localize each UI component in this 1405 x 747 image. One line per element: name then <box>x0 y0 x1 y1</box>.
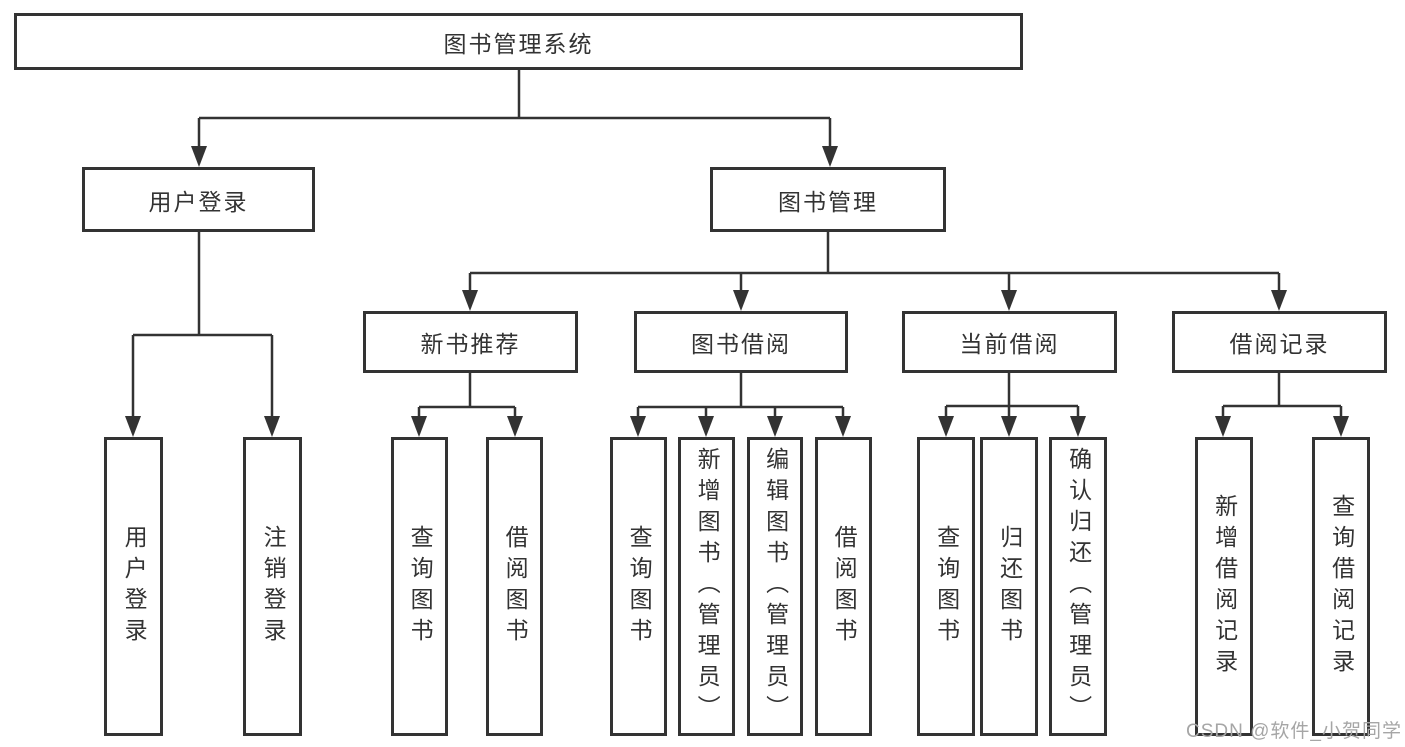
node-query-books-recommend-label: 查询图书 <box>407 524 434 649</box>
connector-new-book-recommendation <box>417 373 517 416</box>
node-borrow-books: 借阅图书 <box>815 437 872 736</box>
node-borrowing-records-label: 借阅记录 <box>1229 331 1330 357</box>
node-add-books-admin: 新增图书（管理员） <box>678 437 735 736</box>
node-borrow-books-recommend-label: 借阅图书 <box>502 524 529 649</box>
connector-user-login <box>131 232 274 416</box>
node-query-books-borrowing-label: 查询图书 <box>626 524 653 649</box>
node-return-books-label: 归还图书 <box>996 524 1023 649</box>
node-edit-books-admin-label: 编辑图书（管理员） <box>762 447 789 726</box>
node-edit-books-admin: 编辑图书（管理员） <box>747 437 803 736</box>
node-add-books-admin-label: 新增图书（管理员） <box>694 447 721 726</box>
connector-root <box>197 70 832 146</box>
connector-current-borrowing <box>944 373 1080 416</box>
node-borrowing-records: 借阅记录 <box>1172 311 1387 373</box>
node-user-login-action-label: 用户登录 <box>121 524 148 649</box>
node-add-borrow-record: 新增借阅记录 <box>1195 437 1253 736</box>
node-borrow-books-label: 借阅图书 <box>831 524 858 649</box>
node-current-borrowing: 当前借阅 <box>902 311 1117 373</box>
node-user-login-action: 用户登录 <box>104 437 163 736</box>
node-add-borrow-record-label: 新增借阅记录 <box>1211 493 1238 680</box>
node-confirm-return-admin-label: 确认归还（管理员） <box>1065 447 1092 726</box>
node-query-books-current: 查询图书 <box>917 437 975 736</box>
arrowheads <box>125 146 1349 437</box>
connector-book-borrowing <box>636 373 845 416</box>
node-book-management-label: 图书管理 <box>778 188 878 215</box>
node-current-borrowing-label: 当前借阅 <box>959 331 1060 357</box>
node-library-system: 图书管理系统 <box>14 13 1023 70</box>
node-query-books-recommend: 查询图书 <box>391 437 448 736</box>
connector-borrowing-records <box>1221 373 1343 416</box>
node-confirm-return-admin: 确认归还（管理员） <box>1049 437 1107 736</box>
node-book-management: 图书管理 <box>710 167 946 232</box>
node-book-borrowing: 图书借阅 <box>634 311 848 373</box>
node-logout-label: 注销登录 <box>260 524 287 649</box>
node-logout: 注销登录 <box>243 437 302 736</box>
node-query-borrow-record: 查询借阅记录 <box>1312 437 1370 736</box>
node-library-system-label: 图书管理系统 <box>443 30 594 57</box>
node-borrow-books-recommend: 借阅图书 <box>486 437 543 736</box>
node-query-borrow-record-label: 查询借阅记录 <box>1328 493 1355 680</box>
node-user-login: 用户登录 <box>82 167 315 232</box>
watermark: CSDN @软件_小贺同学 <box>1186 721 1402 742</box>
connector-book-management <box>468 232 1281 290</box>
node-book-borrowing-label: 图书借阅 <box>691 331 791 357</box>
node-return-books: 归还图书 <box>980 437 1038 736</box>
node-new-book-recommendation-label: 新书推荐 <box>420 331 521 357</box>
node-user-login-label: 用户登录 <box>148 188 249 215</box>
node-query-books-current-label: 查询图书 <box>933 524 960 649</box>
node-query-books-borrowing: 查询图书 <box>610 437 667 736</box>
node-new-book-recommendation: 新书推荐 <box>363 311 578 373</box>
